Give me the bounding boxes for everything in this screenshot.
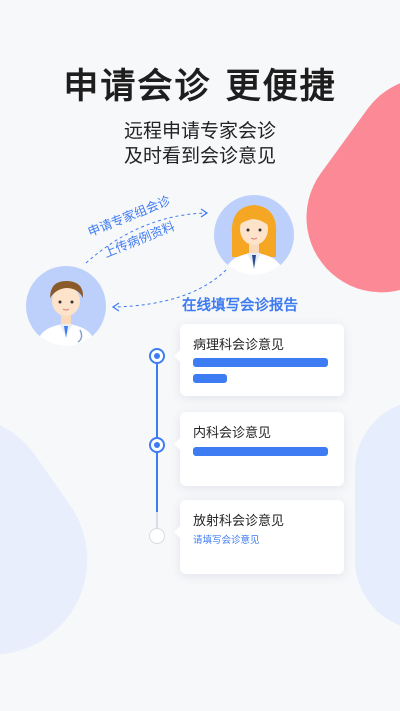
timeline-dot-internal bbox=[149, 437, 165, 453]
decorative-blue-blob-left bbox=[0, 378, 125, 692]
decorative-blue-blob-right bbox=[355, 400, 400, 630]
timeline-dot-pathology bbox=[149, 348, 165, 364]
arrow-right-icon bbox=[85, 208, 209, 264]
card-radiology-opinion[interactable]: 放射科会诊意见 请填写会诊意见 bbox=[174, 500, 344, 574]
subline-2: 及时看到会诊意见 bbox=[123, 145, 276, 167]
headline: 申请会诊 更便捷 bbox=[63, 67, 337, 107]
card-internal-medicine-opinion[interactable]: 内科会诊意见 bbox=[174, 412, 344, 486]
card-pathology-opinion[interactable]: 病理科会诊意见 bbox=[174, 324, 344, 396]
section-title: 在线填写会诊报告 bbox=[182, 298, 298, 314]
card-title: 内科会诊意见 bbox=[193, 426, 272, 441]
filled-text-bar bbox=[193, 358, 328, 367]
male-doctor-icon bbox=[26, 266, 106, 346]
subline-1: 远程申请专家会诊 bbox=[123, 120, 276, 142]
card-title: 病理科会诊意见 bbox=[193, 338, 285, 353]
arrow-left-icon bbox=[111, 269, 227, 312]
timeline-line-pending bbox=[156, 512, 158, 538]
card-title: 放射科会诊意见 bbox=[193, 514, 285, 529]
filled-text-bar bbox=[193, 447, 328, 456]
flow-arrows bbox=[85, 208, 227, 312]
filled-text-bar bbox=[193, 374, 227, 383]
female-doctor-icon bbox=[214, 195, 294, 275]
timeline-dot-radiology bbox=[149, 528, 165, 544]
card-placeholder-hint[interactable]: 请填写会诊意见 bbox=[193, 535, 260, 546]
